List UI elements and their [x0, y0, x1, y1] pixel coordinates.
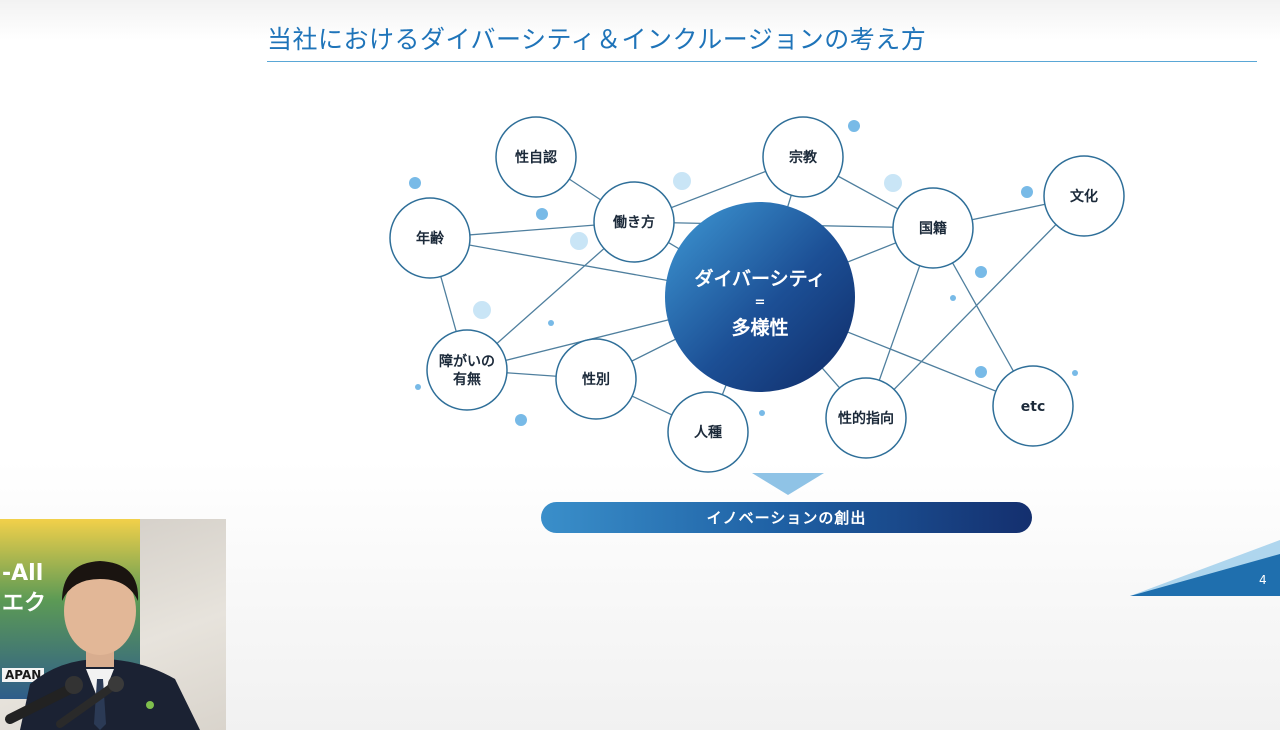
- node-gender-identity: 性自認: [495, 116, 577, 198]
- corner-decoration: [1130, 540, 1280, 596]
- decor-dot: [515, 414, 527, 426]
- node-label-nationality: 国籍: [919, 220, 947, 237]
- node-sex: 性別: [555, 338, 637, 420]
- microphone-stand-2-icon: [56, 683, 116, 728]
- node-circle-nationality: [892, 187, 974, 269]
- node-nationality: 国籍: [892, 187, 974, 269]
- node-circle-gender-identity: [495, 116, 577, 198]
- node-religion: 宗教: [762, 116, 844, 198]
- node-work-style: 働き方: [593, 181, 675, 263]
- node-circle-work-style: [593, 181, 675, 263]
- node-label-gender-identity: 性自認: [515, 149, 557, 166]
- decorative-dots: [409, 120, 1078, 426]
- decor-dot: [1021, 186, 1033, 198]
- node-culture: 文化: [1043, 155, 1125, 237]
- banner-text-2: エク: [2, 591, 47, 616]
- center-circle: [665, 202, 855, 392]
- node-label-disability: 有無: [453, 371, 481, 388]
- center-label-line1: ダイバーシティ: [694, 267, 825, 290]
- edge-culture-to-sexual-orientation: [865, 195, 1085, 419]
- banner-text-3: APAN: [2, 668, 45, 682]
- node-label-culture: 文化: [1070, 188, 1098, 205]
- node-label-religion: 宗教: [789, 149, 818, 166]
- decor-dot: [536, 208, 548, 220]
- down-arrow-icon: [752, 473, 824, 495]
- node-race: 人種: [667, 391, 749, 473]
- node-etc: etc: [992, 365, 1074, 447]
- node-circle-sex: [555, 338, 637, 420]
- speaker-suit: [20, 659, 200, 730]
- node-age: 年齢: [389, 197, 471, 279]
- decor-dot: [884, 174, 902, 192]
- decor-dot: [409, 177, 421, 189]
- node-circle-religion: [762, 116, 844, 198]
- slide-title: 当社におけるダイバーシティ＆インクルージョンの考え方: [267, 25, 927, 54]
- innovation-outcome-bar: イノベーションの創出: [541, 502, 1032, 533]
- node-circle-etc: [992, 365, 1074, 447]
- decor-dot: [415, 384, 421, 390]
- node-label-etc: etc: [1021, 399, 1046, 415]
- node-label-disability: 障がいの: [439, 353, 495, 370]
- banner-text-1: -All: [2, 561, 44, 586]
- diagram-nodes: 性自認働き方宗教国籍文化年齢障がいの有無性別人種性的指向etc: [389, 116, 1125, 473]
- node-label-race: 人種: [694, 424, 722, 441]
- decor-dot: [473, 301, 491, 319]
- page-number: 4: [1259, 573, 1267, 587]
- node-circle-age: [389, 197, 471, 279]
- speaker-face: [64, 567, 136, 655]
- decor-dot: [570, 232, 588, 250]
- decor-dot: [975, 366, 987, 378]
- node-circle-culture: [1043, 155, 1125, 237]
- decor-dot: [759, 410, 765, 416]
- node-circle-disability: [426, 329, 508, 411]
- decor-dot: [673, 172, 691, 190]
- center-label-line2: =: [755, 295, 766, 310]
- speaker-webcam: -All エク APAN: [0, 519, 226, 730]
- decor-dot: [1072, 370, 1078, 376]
- center-node: ダイバーシティ = 多様性: [665, 202, 855, 392]
- microphone-icon: [65, 676, 83, 694]
- node-label-sexual-orientation: 性的指向: [838, 410, 894, 427]
- speaker-figure: [5, 561, 200, 730]
- node-label-age: 年齢: [416, 230, 445, 247]
- decor-dot: [548, 320, 554, 326]
- lapel-pin-icon: [146, 701, 154, 709]
- title-divider: [267, 61, 1257, 62]
- decor-dot: [950, 295, 956, 301]
- microphone-stand-icon: [5, 684, 75, 724]
- microphone-2-icon: [108, 676, 124, 692]
- center-label-line3: 多様性: [731, 316, 788, 339]
- node-circle-race: [667, 391, 749, 473]
- speaker-hair: [62, 561, 139, 601]
- node-circle-sexual-orientation: [825, 377, 907, 459]
- node-sexual-orientation: 性的指向: [825, 377, 907, 459]
- decor-dot: [848, 120, 860, 132]
- node-label-work-style: 働き方: [612, 214, 655, 231]
- node-label-sex: 性別: [582, 371, 610, 388]
- decor-dot: [975, 266, 987, 278]
